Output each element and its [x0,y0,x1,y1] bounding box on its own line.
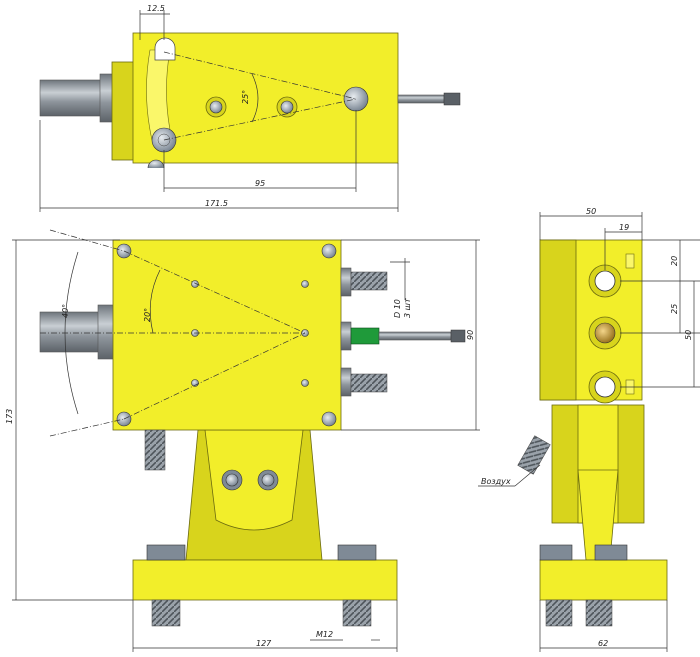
dim-front-base-width: 127 [256,639,272,648]
dim-thread: M12 [316,630,333,639]
dim-top-spacing: 95 [255,179,265,188]
side-base [539,559,668,601]
dim-fitting-size-2: 3 шт [403,298,412,318]
dim-top-angle: 25° [241,90,250,104]
flange [111,61,137,161]
side-view [478,212,700,652]
dim-side-pitch-25: 25 [670,304,679,314]
dim-front-total-height: 173 [5,409,14,424]
dim-side-offset-20: 20 [670,256,679,266]
front-view [12,229,480,652]
shaft [39,79,109,117]
dim-side-span-50: 50 [684,330,693,340]
dim-front-angle-outer: 40° [61,304,70,318]
dim-top-offset: 12.5 [147,4,165,13]
front-shaft [39,311,107,353]
dim-front-body-height: 90 [466,330,475,340]
dim-side-width: 50 [586,207,596,216]
base-plate [132,559,398,601]
dim-top-length: 171.5 [205,199,228,208]
dim-side-offset-19: 19 [619,223,629,232]
dim-side-base-width: 62 [598,639,608,648]
dim-front-angle-inner: 20° [143,308,152,322]
dim-fitting-size-1: D 10 [393,299,402,318]
label-air: Воздух [481,477,511,486]
top-view [39,10,461,212]
